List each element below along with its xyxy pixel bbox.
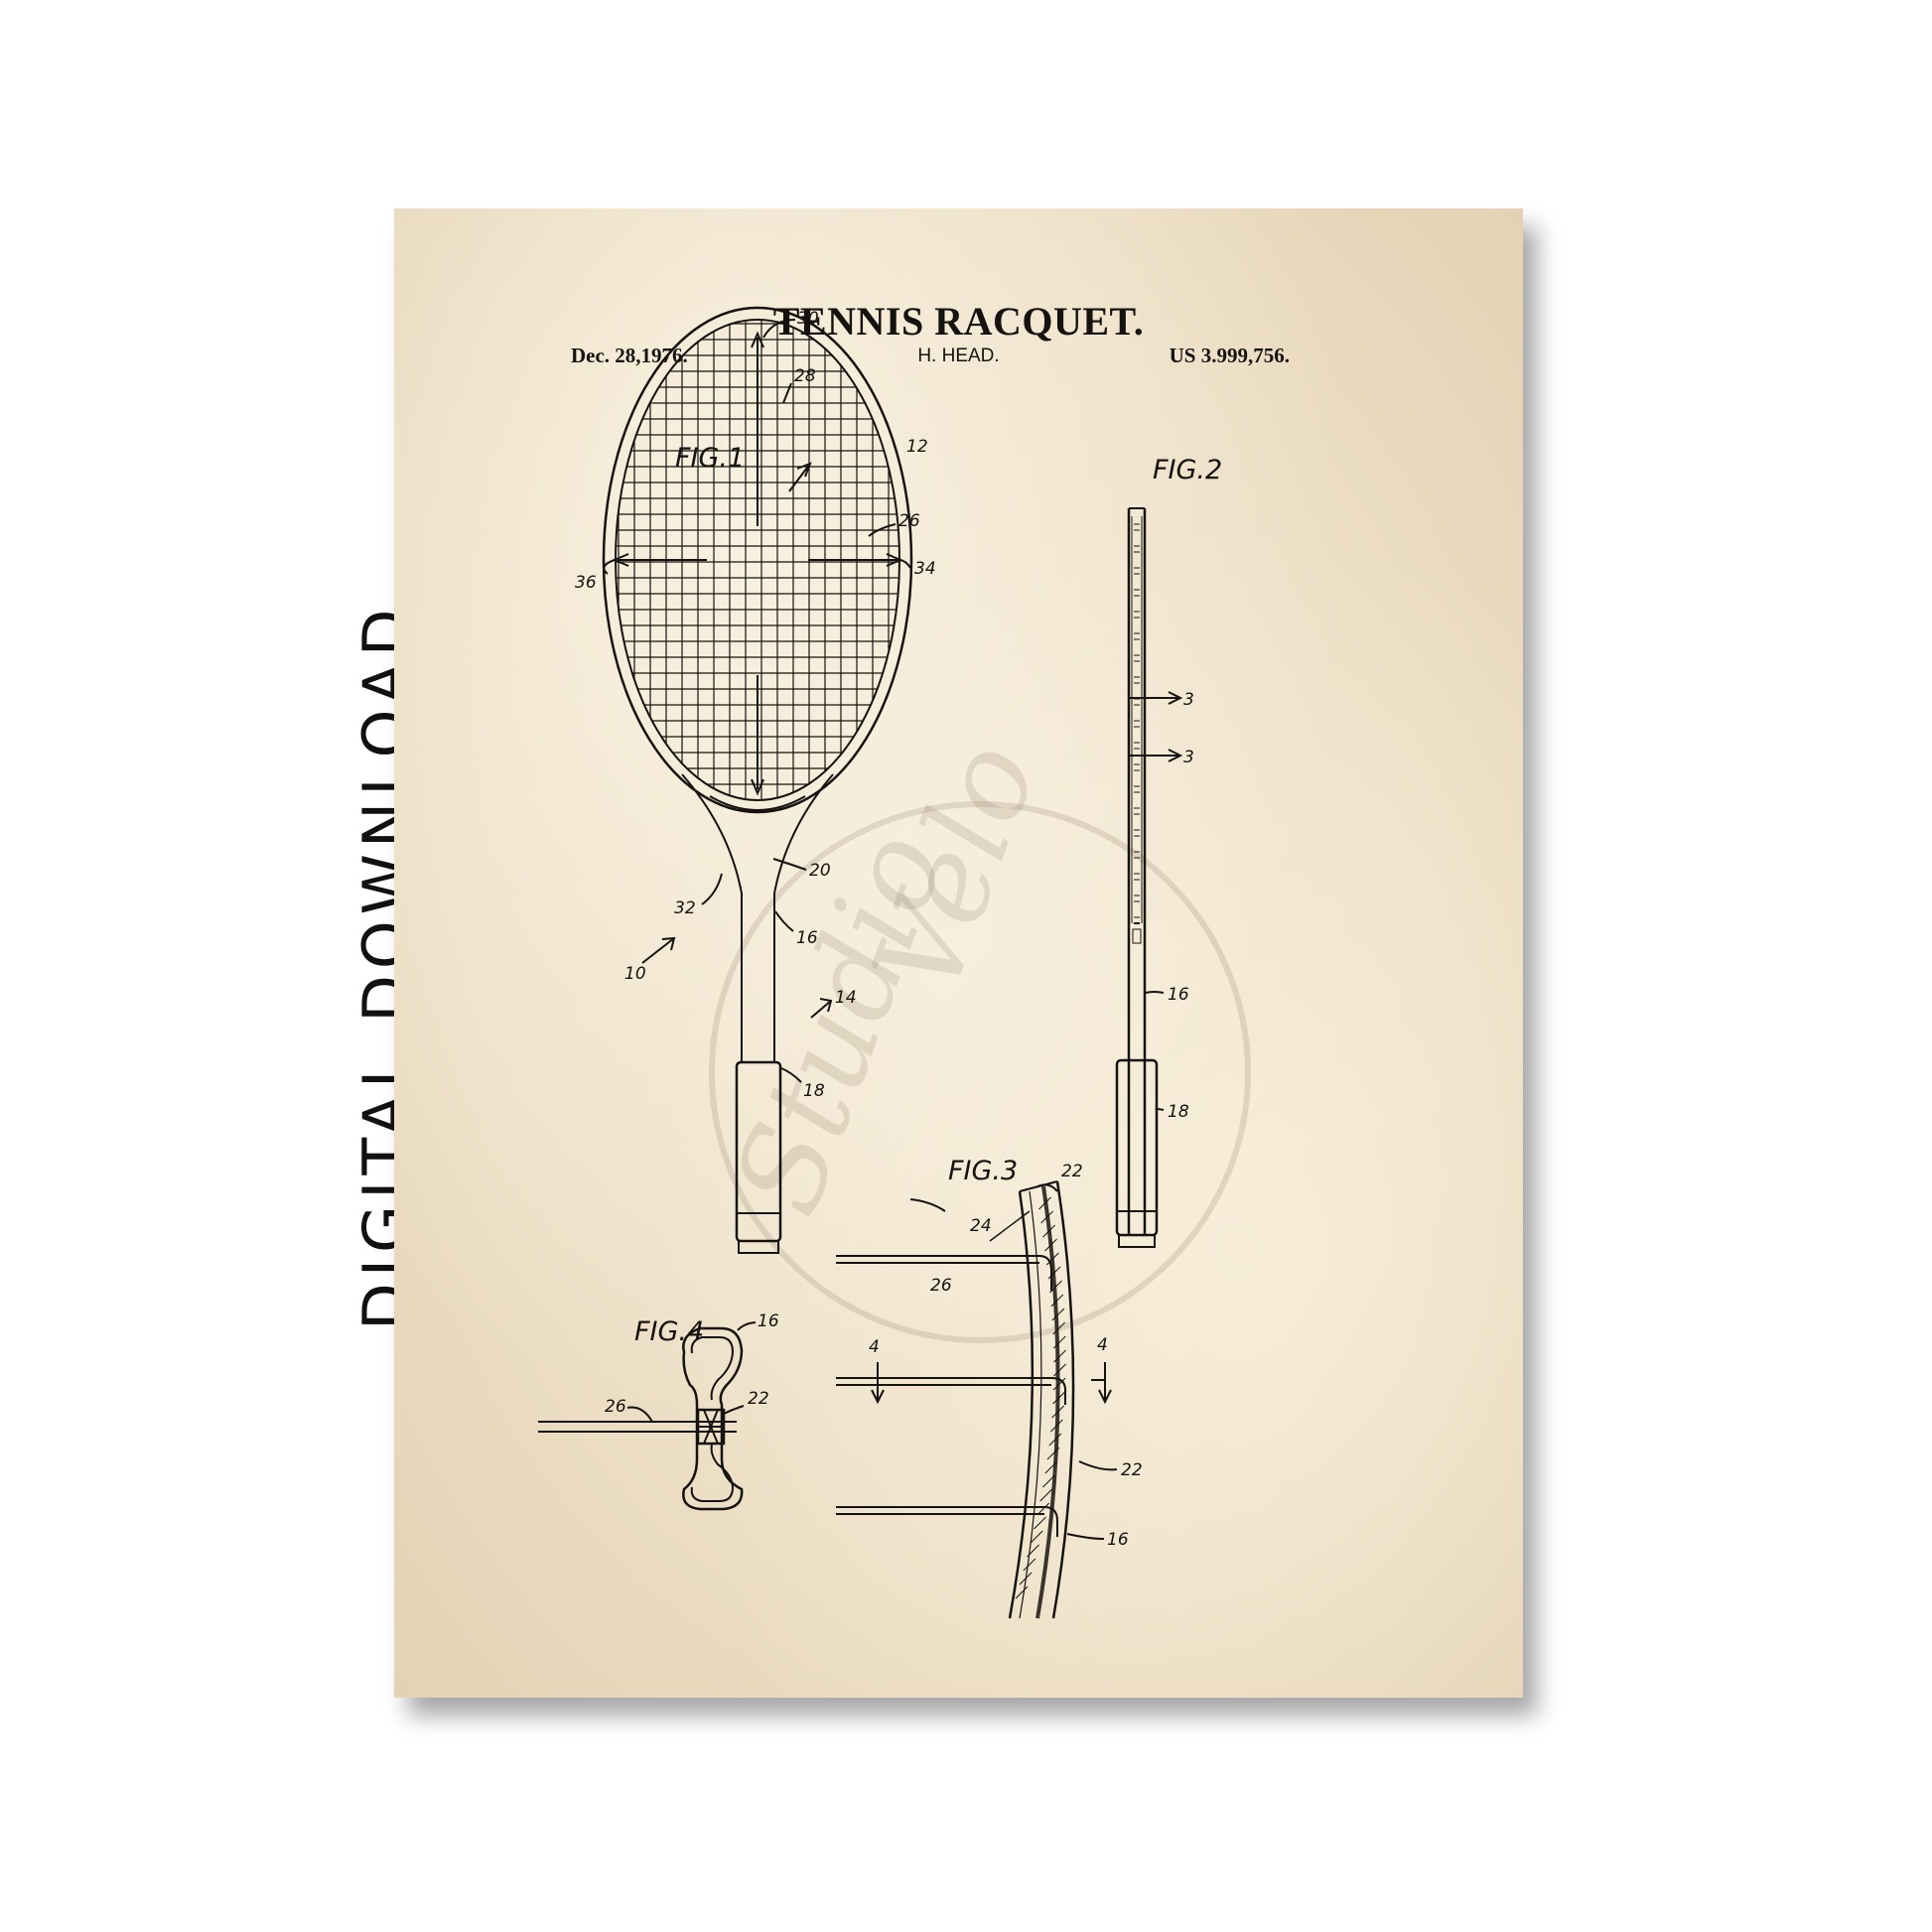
- ref-fig4-26: 26: [605, 1397, 626, 1417]
- ref-fig1-12: 12: [906, 437, 928, 457]
- ref-fig1-16: 16: [796, 928, 818, 948]
- ref-fig2-16: 16: [1168, 985, 1189, 1005]
- ref-fig1-32: 32: [674, 898, 696, 918]
- fig3-label: FIG.3: [948, 1156, 1018, 1186]
- ref-fig1-36: 36: [575, 573, 597, 593]
- ref-fig1-30: 30: [797, 309, 819, 329]
- ref-fig2-3a: 3: [1183, 690, 1194, 710]
- fig3-section-drawing: [836, 1180, 1118, 1619]
- fig1-label: FIG.1: [675, 443, 745, 474]
- ref-fig2-3b: 3: [1183, 748, 1194, 767]
- ref-fig1-28: 28: [794, 366, 816, 386]
- ref-fig1-10: 10: [624, 964, 646, 984]
- patent-drawing: Velo Studio: [538, 306, 1251, 1619]
- fig2-side-view-drawing: [1115, 507, 1183, 1248]
- ref-fig1-14: 14: [835, 988, 857, 1008]
- ref-fig1-34: 34: [914, 559, 936, 579]
- ref-fig2-18: 18: [1168, 1102, 1189, 1122]
- ref-fig3-4b: 4: [1097, 1335, 1108, 1355]
- patent-number: US 3.999,756.: [1169, 344, 1290, 367]
- fig4-label: FIG.4: [634, 1316, 704, 1347]
- ref-fig3-26: 26: [930, 1276, 952, 1296]
- fig2-label: FIG.2: [1153, 455, 1222, 485]
- studio-watermark: Velo Studio: [709, 726, 1251, 1343]
- patent-poster: TENNIS RACQUET. Dec. 28,1976. H. HEAD. U…: [394, 208, 1523, 1698]
- ref-fig1-18: 18: [803, 1081, 825, 1101]
- ref-fig1-20: 20: [809, 861, 831, 881]
- ref-fig1-26: 26: [898, 511, 920, 531]
- ref-fig3-22b: 22: [1121, 1460, 1143, 1480]
- ref-fig3-4a: 4: [869, 1337, 880, 1357]
- poster-title: TENNIS RACQUET.: [772, 299, 1145, 344]
- fig4-cross-section-drawing: [538, 1321, 757, 1511]
- ref-fig3-16: 16: [1107, 1530, 1129, 1550]
- svg-text:Studio: Studio: [709, 815, 973, 1231]
- ref-fig3-24: 24: [970, 1216, 992, 1236]
- ref-fig4-16: 16: [758, 1311, 779, 1331]
- inventor-name: H. HEAD.: [917, 345, 1000, 366]
- ref-fig3-22a: 22: [1061, 1162, 1083, 1181]
- ref-fig4-22: 22: [748, 1389, 769, 1409]
